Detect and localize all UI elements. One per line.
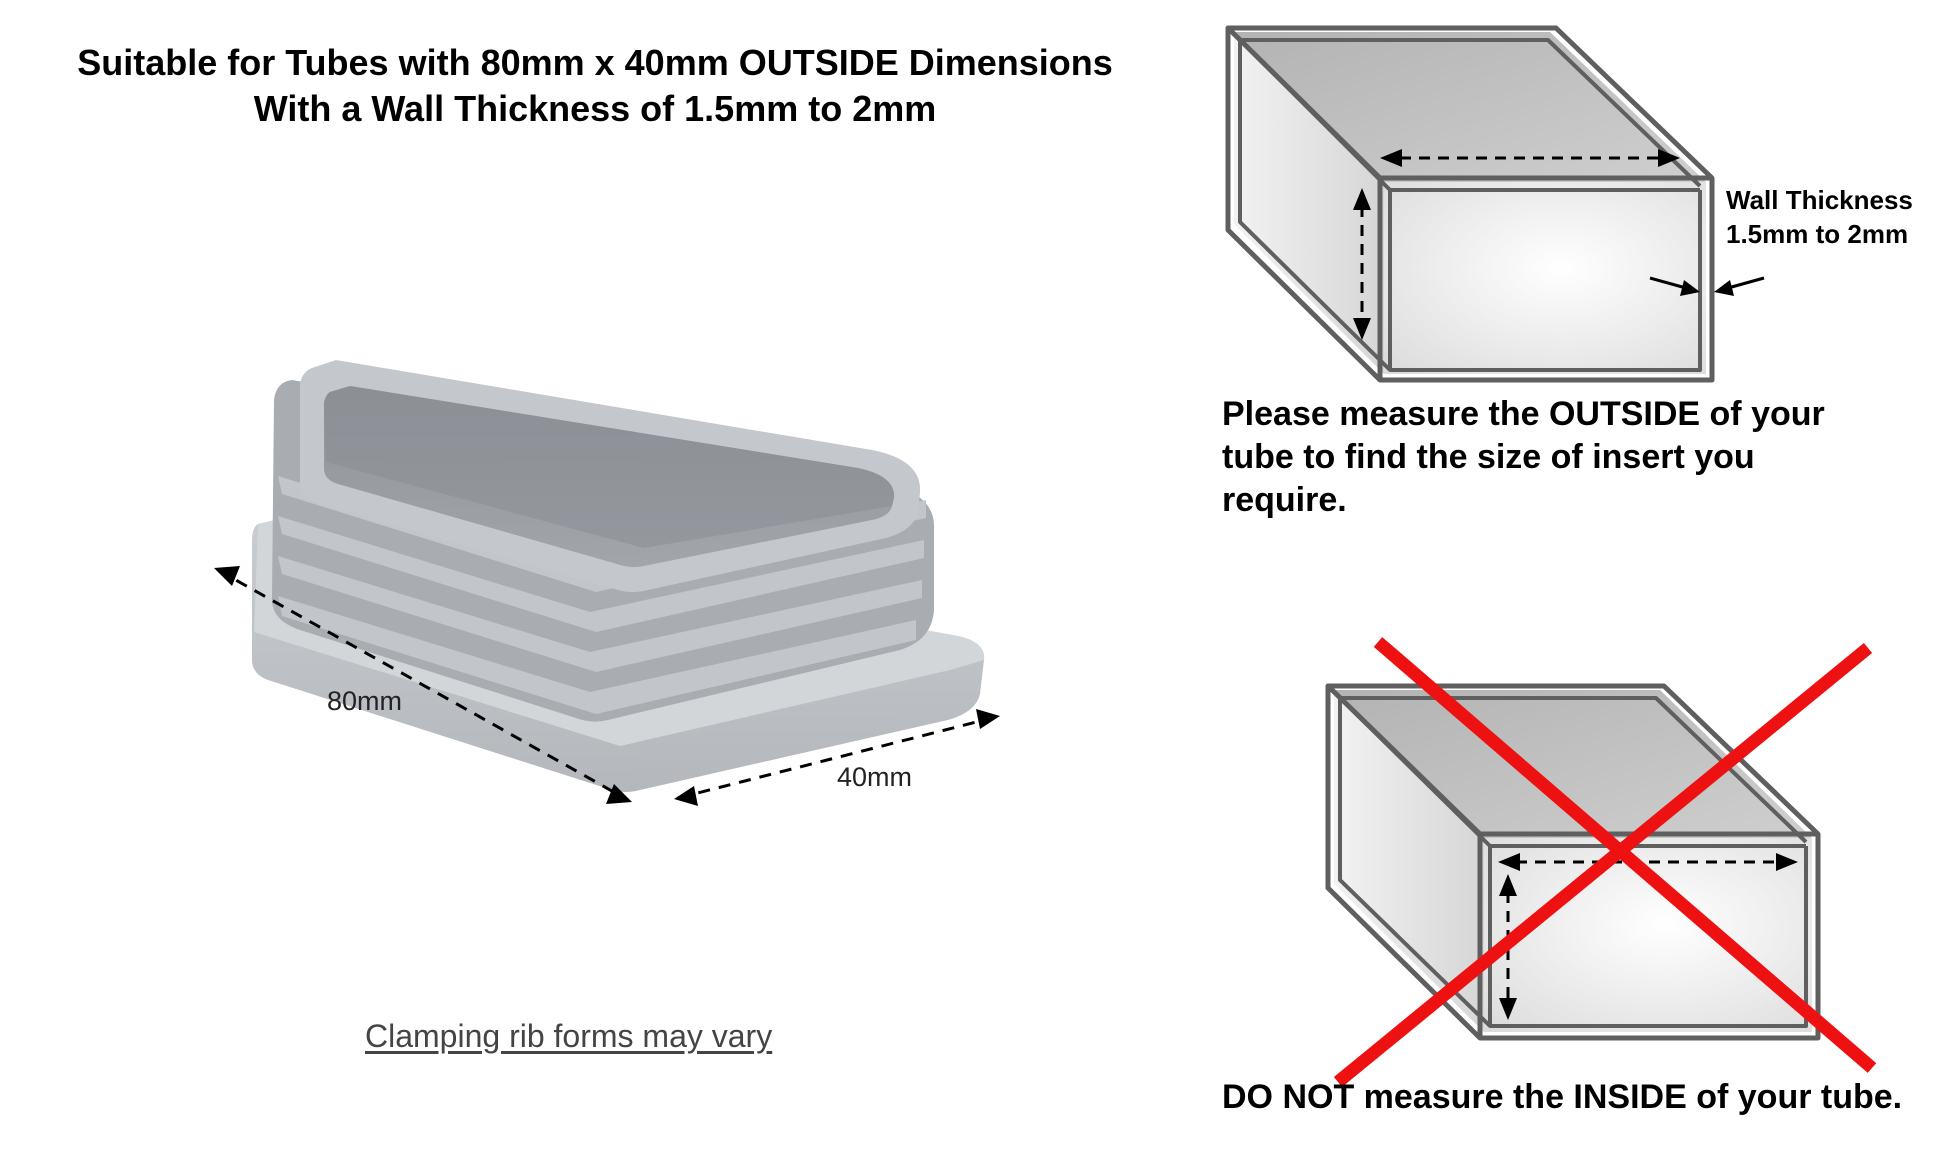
wall-pointer-right [1727, 276, 1765, 290]
inside-width-arrowhead-end-icon [1776, 853, 1798, 871]
instruction-line-3: require. [1222, 481, 1347, 519]
width-label: 40mm [837, 762, 913, 792]
inside-height-arrowhead-start-icon [1499, 874, 1517, 896]
inside-width-arrowhead-start-icon [1498, 853, 1520, 871]
measure-outside-instruction: Please measure the OUTSIDE of your tube … [1222, 393, 1942, 522]
product-caption: Clamping rib forms may vary [365, 1018, 773, 1054]
wall-thickness-line-1: Wall Thickness [1726, 185, 1913, 215]
measure-inside-warning: DO NOT measure the INSIDE of your tube. [1222, 1078, 1903, 1116]
wall-thickness-line-2: 1.5mm to 2mm [1726, 219, 1909, 249]
wall-pointer-right-icon [1714, 280, 1734, 296]
instruction-line-2: tube to find the size of insert you [1222, 438, 1755, 476]
outside-height-arrowhead-start-icon [1353, 188, 1371, 210]
inside-height-arrowhead-end-icon [1499, 998, 1517, 1020]
length-arrowhead-end-icon [606, 784, 632, 804]
outside-height-arrowhead-end-icon [1353, 318, 1371, 340]
outside-width-arrowhead-end-icon [1658, 149, 1680, 167]
headline: Suitable for Tubes with 80mm x 40mm OUTS… [30, 40, 1160, 132]
width-arrowhead-start-icon [674, 786, 698, 806]
length-label: 80mm [327, 686, 403, 716]
headline-line-1: Suitable for Tubes with 80mm x 40mm OUTS… [77, 42, 1113, 83]
width-arrowhead-end-icon [976, 709, 1000, 729]
width-dimension-arrow [677, 715, 997, 800]
outside-measure-diagram [1225, 25, 1765, 383]
red-cross-icon [1333, 637, 1877, 1088]
wall-pointer-left-icon [1680, 280, 1700, 296]
length-dimension-arrow [217, 568, 629, 802]
wall-thickness-label: Wall Thickness 1.5mm to 2mm [1726, 183, 1913, 251]
outside-width-arrowhead-start-icon [1380, 149, 1402, 167]
wall-pointer-left [1649, 276, 1687, 290]
instruction-line-1: Please measure the OUTSIDE of your [1222, 395, 1825, 433]
end-cap-insert-image [252, 360, 985, 792]
inside-measure-diagram [1325, 683, 1821, 1041]
headline-line-2: With a Wall Thickness of 1.5mm to 2mm [253, 88, 937, 129]
length-arrowhead-start-icon [214, 566, 240, 586]
